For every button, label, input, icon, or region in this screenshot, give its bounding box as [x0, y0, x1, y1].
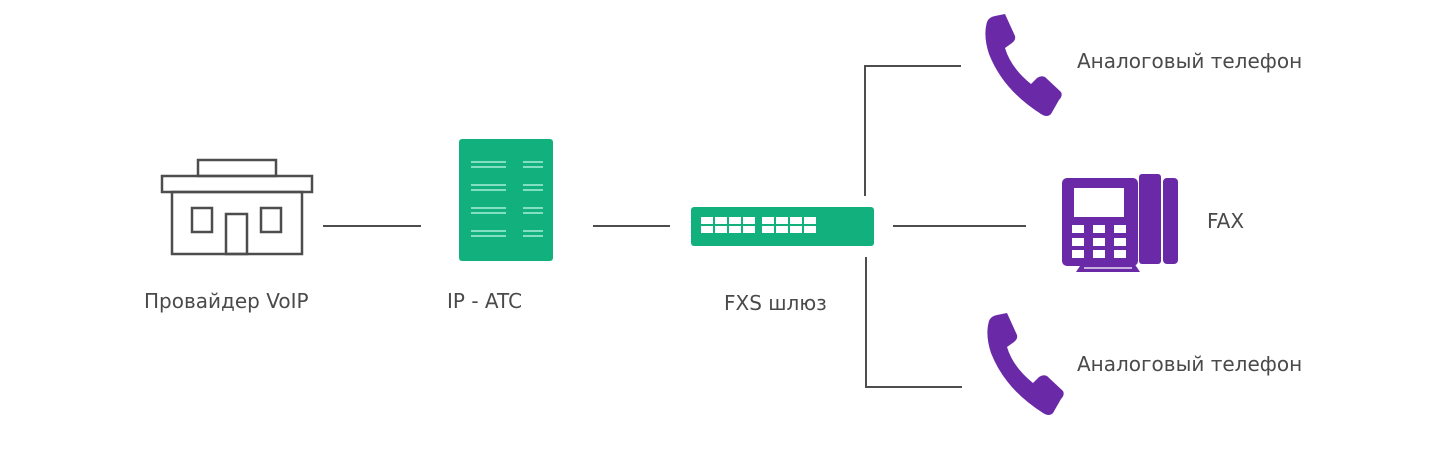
- phone-top-label: Аналоговый телефон: [1077, 49, 1303, 73]
- connector-gateway-phone-top-vertical: [864, 65, 866, 196]
- phone-handset-icon: [987, 313, 1064, 415]
- gateway-label: FXS шлюз: [724, 291, 827, 315]
- connector-gateway-phone-bottom-horizontal: [865, 386, 962, 388]
- connector-provider-ippbx: [323, 225, 421, 227]
- fax-label: FAX: [1207, 209, 1245, 233]
- provider-label: Провайдер VoIP: [144, 289, 309, 313]
- connector-gateway-fax: [893, 225, 1026, 227]
- connector-gateway-phone-bottom-vertical: [865, 257, 867, 387]
- fax-icon: [1062, 174, 1178, 272]
- connector-ippbx-gateway: [593, 225, 670, 227]
- phone-handset-icon: [985, 14, 1062, 116]
- connector-gateway-phone-top-horizontal: [864, 65, 961, 67]
- ip-pbx-label: IP - ATC: [447, 289, 523, 313]
- server-icon: [459, 139, 553, 261]
- gateway-icon: [691, 207, 874, 246]
- phone-bottom-label: Аналоговый телефон: [1077, 352, 1303, 376]
- building-icon: [160, 158, 314, 256]
